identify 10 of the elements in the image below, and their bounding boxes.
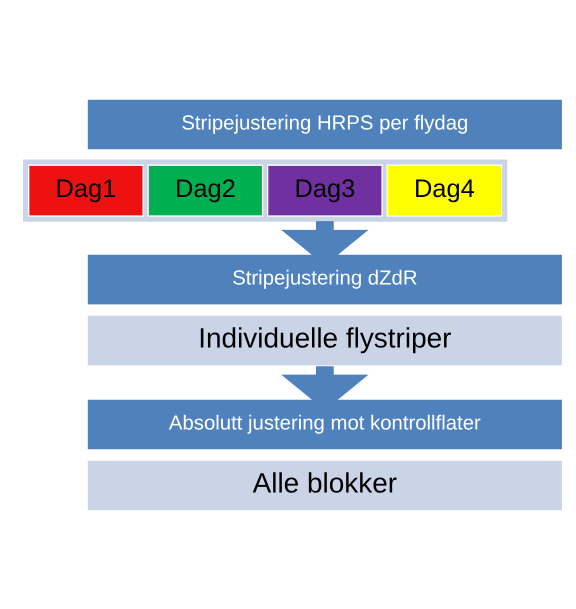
node-box: Dag4	[386, 164, 502, 216]
node-box: Absolutt justering mot kontrollflater	[86, 398, 564, 450]
node-box: Stripejustering HRPS per flydag	[86, 98, 564, 150]
node-box: Dag1	[28, 164, 144, 216]
node-box: Dag3	[267, 164, 383, 216]
cluster	[22, 158, 508, 222]
node-box: Alle blokker	[86, 458, 564, 512]
node-box: Individuelle flystriper	[86, 314, 564, 366]
node-box: Stripejustering dZdR	[86, 253, 564, 306]
node-box: Dag2	[148, 164, 264, 216]
